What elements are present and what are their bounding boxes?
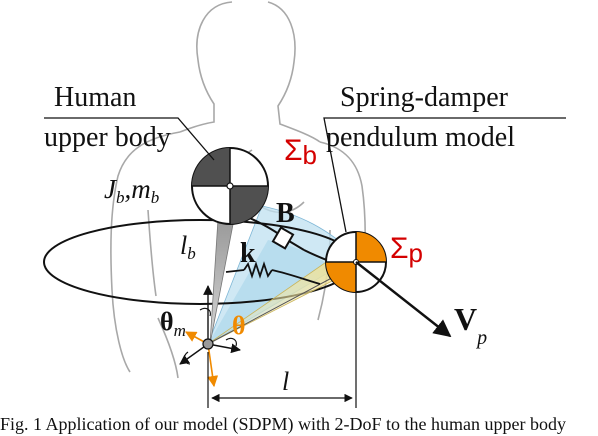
velocity-label: Vp bbox=[454, 301, 487, 349]
human-title-line2: upper body bbox=[44, 122, 171, 153]
human-leader-line bbox=[44, 117, 215, 161]
model-title-line2: pendulum model bbox=[326, 122, 515, 153]
theta-m-label: θm bbox=[160, 307, 186, 340]
figure-caption: Fig. 1 Application of our model (SDPM) w… bbox=[0, 414, 566, 434]
human-title-line1: Human bbox=[54, 82, 136, 113]
damper-label: B bbox=[276, 198, 295, 229]
inertia-mass-label: Jb,mb bbox=[104, 174, 159, 207]
diagram-canvas: Human upper body Spring-damper pendulum … bbox=[43, 1, 566, 408]
damper-element bbox=[235, 211, 343, 267]
spring-element bbox=[225, 261, 321, 285]
swing-range-fan-inner bbox=[208, 240, 340, 344]
dimension-l bbox=[207, 292, 357, 408]
pendulum-length-label: l bbox=[282, 367, 289, 396]
spring-label: k bbox=[240, 238, 256, 269]
body-length-label: lb bbox=[180, 231, 196, 263]
velocity-vector bbox=[355, 261, 452, 338]
sigma-p-label: Σp bbox=[390, 232, 423, 268]
body-frame-disk bbox=[191, 147, 269, 225]
model-leader-line bbox=[323, 117, 566, 233]
sigma-b-label: Σb bbox=[284, 134, 317, 170]
model-title-line1: Spring-damper bbox=[340, 82, 509, 113]
theta-label: θ bbox=[232, 311, 246, 340]
pivot-joint bbox=[179, 285, 241, 388]
